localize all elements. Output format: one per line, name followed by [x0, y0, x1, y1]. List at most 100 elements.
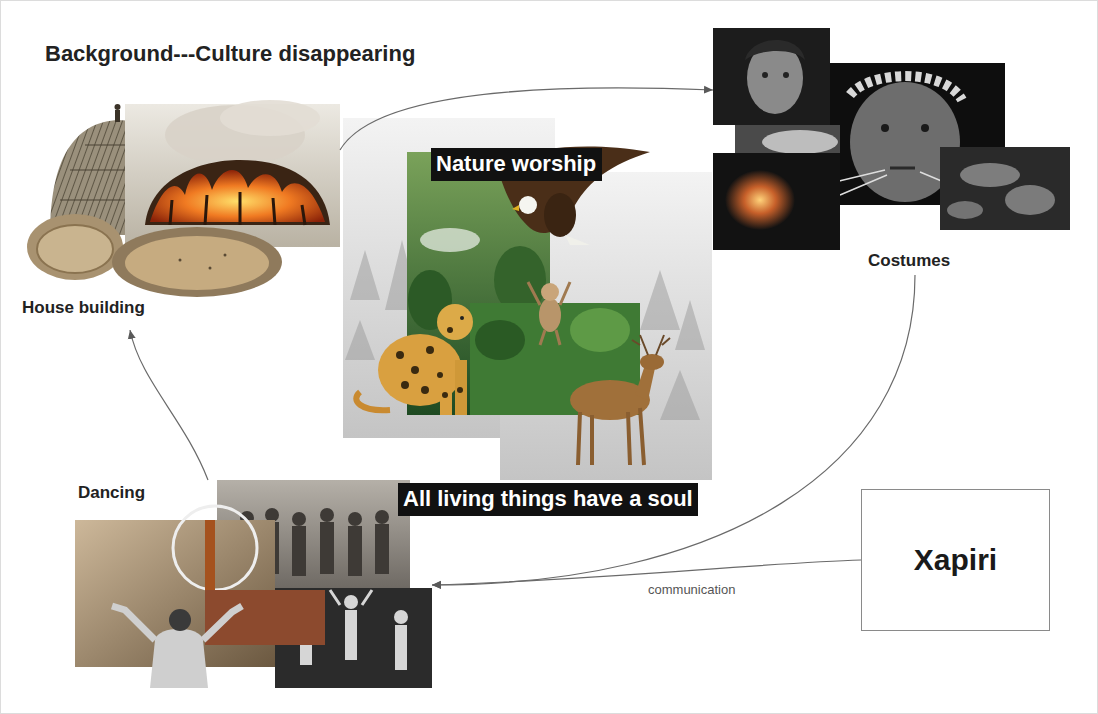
- art-shape: [713, 153, 840, 250]
- art-shape: [420, 228, 480, 252]
- art-shape: [150, 170, 325, 222]
- art-shape: [762, 130, 838, 154]
- art-shape: [475, 320, 525, 360]
- art-shape: [375, 510, 389, 524]
- art-shape: [850, 76, 962, 100]
- art-shape: [539, 298, 561, 332]
- art-shape: [220, 100, 320, 136]
- art-shape: [745, 40, 805, 60]
- art-shape: [356, 392, 390, 410]
- text-band: Nature worship: [431, 148, 602, 181]
- art-shape: [348, 526, 362, 576]
- art-shape: [292, 512, 306, 526]
- art-shape: [632, 335, 670, 355]
- flow-arrow: [432, 275, 915, 585]
- art-shape: [437, 304, 473, 340]
- collage-label: Dancing: [78, 483, 145, 503]
- art-shape: [460, 316, 464, 320]
- art-shape: [394, 610, 408, 624]
- art-shape: [170, 192, 305, 225]
- nature-collage: [343, 118, 712, 480]
- art-shape: [442, 392, 448, 398]
- costume-collage: [713, 28, 1070, 250]
- art-shape: [179, 259, 182, 262]
- art-shape: [395, 625, 407, 670]
- art-shape: [457, 387, 463, 393]
- art-shape: [544, 193, 576, 237]
- art-shape: [112, 227, 282, 297]
- dance-collage: [75, 480, 432, 688]
- art-shape: [169, 609, 191, 631]
- art-shape: [512, 205, 519, 211]
- art-shape: [150, 629, 208, 688]
- art-shape: [375, 524, 389, 574]
- edge-label-holder: communication: [646, 580, 737, 598]
- art-shape: [578, 408, 644, 465]
- art-shape: [455, 360, 467, 415]
- art-shape: [960, 163, 1020, 187]
- diagram-title: Background---Culture disappearing: [45, 40, 415, 68]
- art-shape: [112, 606, 242, 640]
- art-shape: [940, 147, 1070, 230]
- art-shape: [320, 508, 334, 522]
- collage-label: House building: [22, 298, 145, 318]
- edge-label: communication: [646, 582, 737, 598]
- art-shape: [396, 327, 463, 398]
- concept-box: Xapiri: [861, 489, 1050, 631]
- art-shape: [565, 235, 590, 245]
- art-shape: [344, 595, 358, 609]
- art-shape: [437, 372, 443, 378]
- art-shape: [421, 386, 429, 394]
- art-shape: [635, 365, 655, 400]
- art-shape: [396, 351, 404, 359]
- art-shape: [426, 346, 434, 354]
- art-shape: [411, 366, 419, 374]
- box-text: Xapiri: [914, 542, 997, 578]
- art-shape: [125, 236, 269, 290]
- collage-label: Costumes: [868, 251, 950, 271]
- art-shape: [27, 214, 123, 280]
- art-shape: [37, 225, 113, 273]
- band-text: Nature worship: [436, 150, 597, 179]
- art-shape: [713, 28, 830, 125]
- text-band: All living things have a soul: [398, 483, 698, 516]
- title-holder: Background---Culture disappearing: [45, 40, 415, 68]
- art-shape: [519, 196, 537, 214]
- flow-arrow: [130, 330, 208, 480]
- photo-collage-node: House building: [22, 104, 340, 330]
- art-shape: [640, 270, 705, 420]
- art-shape: [115, 110, 120, 122]
- art-shape: [541, 283, 559, 301]
- art-shape: [348, 512, 362, 526]
- flow-arrow: [340, 88, 713, 150]
- art-shape: [209, 267, 212, 270]
- house-collage: [27, 100, 340, 297]
- art-shape: [115, 104, 121, 110]
- art-shape: [292, 526, 306, 576]
- photo-collage-node: Dancing: [75, 480, 432, 688]
- art-shape: [725, 170, 795, 230]
- art-shape: [1005, 185, 1055, 215]
- band-text: All living things have a soul: [403, 485, 693, 514]
- art-shape: [570, 308, 630, 352]
- art-shape: [528, 282, 570, 345]
- art-shape: [640, 354, 664, 370]
- art-shape: [330, 590, 372, 605]
- art-shape: [890, 167, 915, 170]
- art-shape: [265, 508, 279, 522]
- art-shape: [224, 254, 227, 257]
- photo-collage-node: Costumes: [713, 28, 1070, 275]
- art-shape: [345, 610, 357, 660]
- art-shape: [320, 522, 334, 574]
- art-shape: [401, 381, 409, 389]
- art-shape: [447, 327, 453, 333]
- art-shape: [921, 124, 929, 132]
- art-shape: [145, 160, 330, 225]
- art-shape: [947, 201, 983, 219]
- art-shape: [783, 72, 789, 78]
- art-shape: [762, 72, 768, 78]
- art-shape: [440, 360, 452, 415]
